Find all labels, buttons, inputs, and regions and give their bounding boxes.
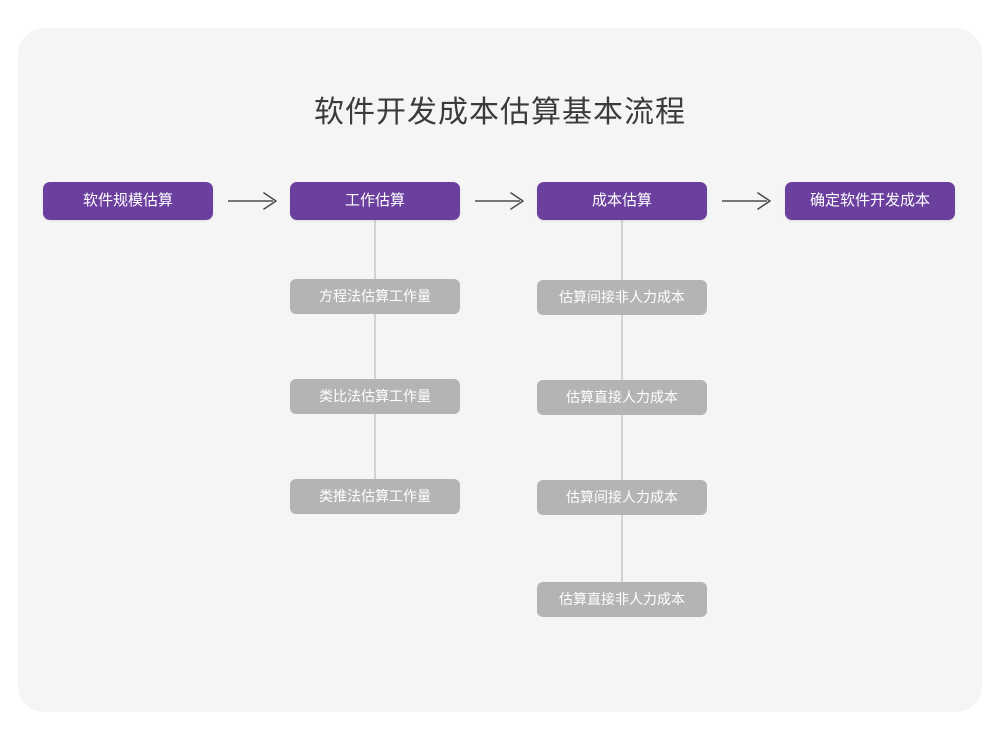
arrow-right-icon: [720, 188, 776, 214]
substep-box-analogical-inference-method[interactable]: 类推法估算工作量: [290, 479, 460, 514]
stage-box-effort-estimation[interactable]: 工作估算: [290, 182, 460, 220]
connector-line-column1: [374, 220, 376, 479]
arrow-right-icon: [473, 188, 529, 214]
substep-box-equation-method[interactable]: 方程法估算工作量: [290, 279, 460, 314]
diagram-card: [18, 28, 982, 712]
substep-box-indirect-nonlabor-cost[interactable]: 估算间接非人力成本: [537, 280, 707, 315]
page-title: 软件开发成本估算基本流程: [314, 96, 686, 129]
stage-box-determine-development-cost[interactable]: 确定软件开发成本: [785, 182, 955, 220]
substep-box-indirect-labor-cost[interactable]: 估算间接人力成本: [537, 480, 707, 515]
substep-box-analogy-method[interactable]: 类比法估算工作量: [290, 379, 460, 414]
arrow-right-icon: [226, 188, 282, 214]
stage-box-software-scale-estimation[interactable]: 软件规模估算: [43, 182, 213, 220]
substep-box-direct-nonlabor-cost[interactable]: 估算直接非人力成本: [537, 582, 707, 617]
stage-box-cost-estimation[interactable]: 成本估算: [537, 182, 707, 220]
substep-box-direct-labor-cost[interactable]: 估算直接人力成本: [537, 380, 707, 415]
